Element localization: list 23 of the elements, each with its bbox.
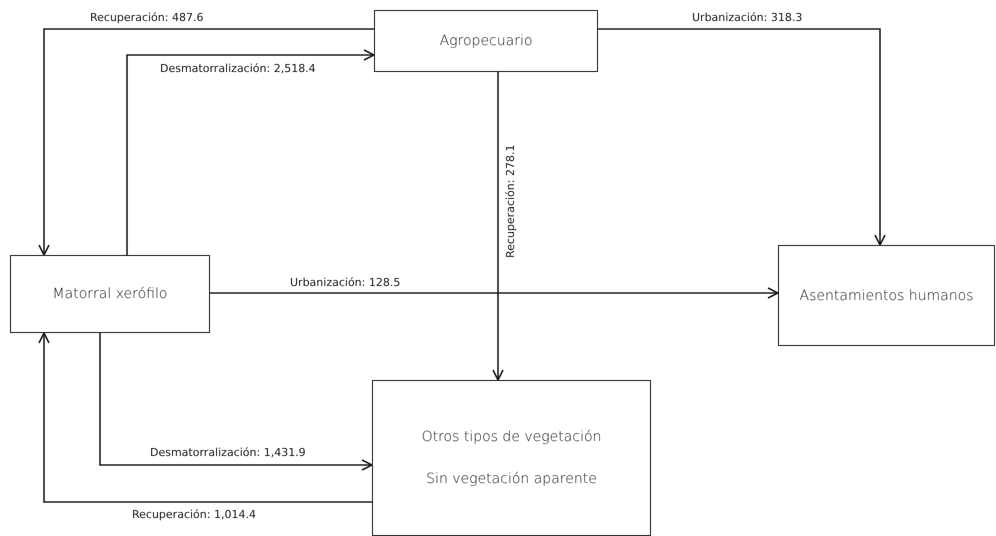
process-box [778, 245, 995, 346]
edge-label: Recuperación: 487.6 [88, 11, 206, 24]
arrow [126, 49, 375, 255]
node-label: Otros tipos de vegetación [422, 429, 602, 445]
node-label: Asentamientos humanos [800, 288, 974, 304]
node-label: Agropecuario [440, 33, 532, 49]
arrow [99, 333, 373, 471]
edge-label: Desmatorralización: 1,431.9 [148, 446, 308, 459]
edge-label: Recuperación: 1,014.4 [130, 508, 258, 521]
arrow [38, 28, 374, 256]
edge-label: Recuperación: 278.1 [504, 142, 517, 260]
arrow [492, 72, 504, 381]
node-label: Matorral xerófilo [52, 286, 168, 302]
edge-label: Urbanización: 128.5 [288, 276, 402, 289]
process-box [10, 255, 210, 333]
arrow [38, 332, 372, 503]
process-box [372, 380, 651, 536]
arrow [210, 287, 779, 299]
edge-label: Urbanización: 318.3 [690, 11, 804, 24]
node-label: Sin vegetación aparente [426, 471, 597, 487]
edge-label: Desmatorralización: 2,518.4 [158, 62, 318, 75]
process-box [374, 10, 598, 72]
arrow [598, 28, 886, 246]
